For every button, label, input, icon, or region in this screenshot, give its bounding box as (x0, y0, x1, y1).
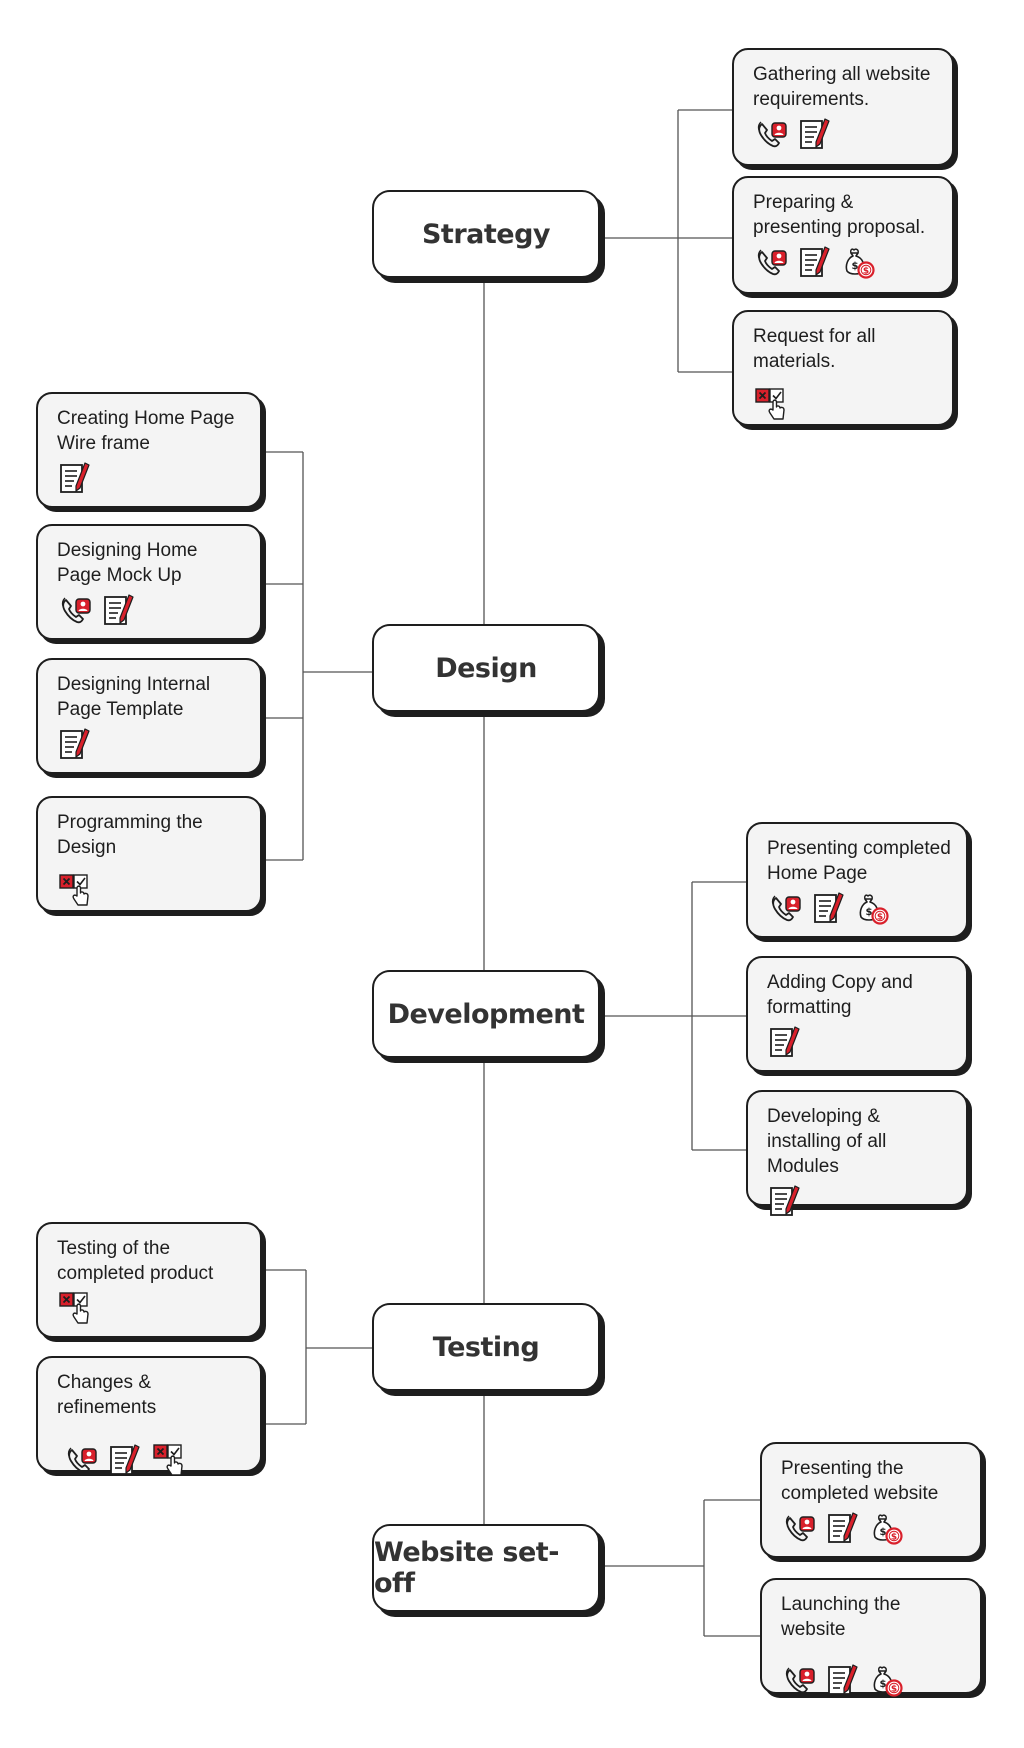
document-edit-icon (57, 726, 93, 762)
svg-text:$: $ (891, 1685, 897, 1695)
task-icons (767, 1183, 952, 1219)
document-edit-icon (797, 244, 833, 280)
task-label: Designing Home Page Mock Up (57, 540, 198, 586)
svg-text:$: $ (852, 261, 859, 272)
task-box: Programming the Design (36, 796, 262, 912)
task-box: Designing Home Page Mock Up (36, 524, 262, 640)
task-label: Launching the website (781, 1594, 901, 1640)
task-label: Presenting the completed website (781, 1458, 939, 1504)
money-bag-icon: $$ (855, 890, 891, 926)
phase-strategy: Strategy (372, 190, 600, 278)
phone-call-icon (57, 592, 93, 628)
phase-label: Development (387, 998, 585, 1030)
task-label: Presenting completed Home Page (767, 838, 951, 884)
phone-call-icon (753, 244, 789, 280)
task-label: Adding Copy and formatting (767, 972, 913, 1018)
task-icons (767, 1024, 952, 1060)
task-box: Changes & refinements (36, 1356, 262, 1476)
task-icons (57, 460, 246, 496)
document-edit-icon (797, 116, 833, 152)
svg-text:$: $ (863, 267, 869, 277)
task-icons (57, 1290, 246, 1326)
money-bag-icon: $$ (869, 1510, 905, 1546)
task-box: Adding Copy and formatting (746, 956, 968, 1072)
task-box: Presenting completed Home Page $$ (746, 822, 968, 938)
task-icons: $$ (781, 1510, 966, 1546)
task-box: Request for all materials. (732, 310, 954, 426)
task-label: Request for all materials. (753, 326, 876, 372)
svg-text:$: $ (880, 1679, 887, 1690)
task-box: Designing Internal Page Template (36, 658, 262, 774)
document-edit-icon (767, 1183, 803, 1219)
document-edit-icon (825, 1662, 861, 1698)
task-label: Testing of the completed product (57, 1238, 214, 1284)
task-label: Preparing & presenting proposal. (753, 192, 926, 238)
money-bag-icon: $$ (869, 1662, 905, 1698)
task-icons: $$ (753, 244, 938, 280)
checklist-click-icon (57, 1290, 93, 1326)
document-edit-icon (811, 890, 847, 926)
task-box: Creating Home Page Wire frame (36, 392, 262, 508)
task-icons: $$ (767, 890, 952, 926)
task-label: Changes & refinements (57, 1372, 157, 1418)
phone-call-icon (753, 116, 789, 152)
task-box: Presenting the completed website $$ (760, 1442, 982, 1558)
svg-text:$: $ (877, 913, 883, 923)
phone-call-icon (781, 1510, 817, 1546)
task-box: Testing of the completed product (36, 1222, 262, 1338)
phase-testing: Testing (372, 1303, 600, 1391)
task-icons (57, 872, 246, 908)
task-label: Creating Home Page Wire frame (57, 408, 235, 454)
task-icons (63, 1442, 246, 1478)
checklist-click-icon (753, 386, 789, 422)
phone-call-icon (781, 1662, 817, 1698)
phone-call-icon (63, 1442, 99, 1478)
task-label: Programming the Design (57, 812, 203, 858)
svg-text:$: $ (891, 1533, 897, 1543)
phase-label: Design (435, 652, 537, 684)
money-bag-icon: $$ (841, 244, 877, 280)
phase-development: Development (372, 970, 600, 1058)
checklist-click-icon (151, 1442, 187, 1478)
phase-label: Testing (432, 1331, 540, 1363)
checklist-click-icon (57, 872, 93, 908)
phone-call-icon (767, 890, 803, 926)
phase-label: Strategy (421, 218, 551, 250)
svg-text:$: $ (880, 1527, 887, 1538)
document-edit-icon (101, 592, 137, 628)
document-edit-icon (825, 1510, 861, 1546)
task-label: Developing & installing of all Modules (767, 1106, 887, 1177)
task-box: Launching the website $$ (760, 1578, 982, 1697)
task-icons (57, 726, 246, 762)
phase-website-set-off: Website set-off (372, 1524, 600, 1612)
task-icons (753, 116, 938, 152)
phase-design: Design (372, 624, 600, 712)
task-icons (57, 592, 246, 628)
task-icons: $$ (781, 1662, 966, 1698)
task-label: Designing Internal Page Template (57, 674, 211, 720)
task-label: Gathering all website requirements. (753, 64, 931, 110)
task-box: Developing & installing of all Modules (746, 1090, 968, 1216)
svg-text:$: $ (866, 907, 873, 918)
document-edit-icon (107, 1442, 143, 1478)
document-edit-icon (767, 1024, 803, 1060)
task-icons (753, 386, 938, 422)
document-edit-icon (57, 460, 93, 496)
task-box: Preparing & presenting proposal. $$ (732, 176, 954, 294)
task-box: Gathering all website requirements. (732, 48, 954, 166)
phase-label: Website set-off (374, 1537, 559, 1599)
